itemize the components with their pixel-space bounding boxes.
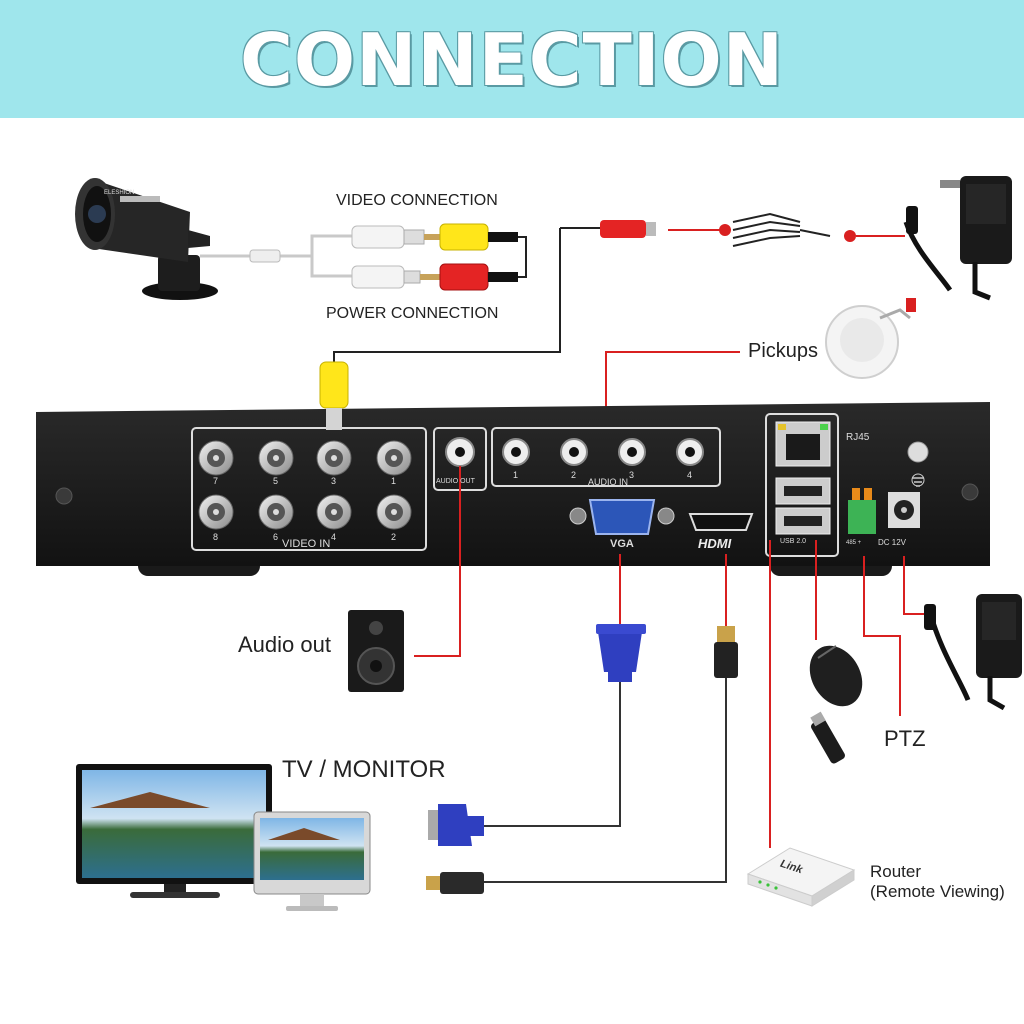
- audio-in-jacks: [502, 438, 704, 466]
- bnc-port-8[interactable]: [198, 494, 234, 530]
- bnc-port-4[interactable]: [316, 494, 352, 530]
- camera-icon: [75, 178, 218, 300]
- vga-label: VGA: [610, 538, 634, 550]
- bnc-port-2[interactable]: [376, 494, 412, 530]
- title-banner: CONNECTION: [0, 0, 1024, 118]
- rs485-terminal[interactable]: [848, 488, 876, 534]
- pickup-microphone-icon: [825, 298, 916, 379]
- ground-icon: [907, 441, 929, 487]
- usb-label: USB 2.0: [780, 538, 807, 545]
- audio-in-jack-1[interactable]: [502, 438, 530, 466]
- usb-port-2[interactable]: [775, 507, 831, 535]
- bnc-number-label: 5: [273, 476, 279, 486]
- power-splitter-icon: [732, 212, 831, 247]
- audio-in-jack-4[interactable]: [676, 438, 704, 466]
- video-in-label: VIDEO IN: [282, 538, 331, 550]
- pickups-wire: [605, 351, 740, 412]
- bnc-port-7[interactable]: [198, 440, 234, 476]
- camera-cable: [200, 234, 352, 278]
- audio-in-jack-2[interactable]: [560, 438, 588, 466]
- power-connection-label: POWER CONNECTION: [326, 305, 499, 322]
- dc-label: DC 12V: [878, 538, 907, 547]
- connection-wires: [414, 466, 930, 848]
- tv-monitor-icon: [76, 764, 272, 898]
- bnc-number-label: 8: [213, 532, 219, 542]
- hdmi-label: HDMI: [698, 536, 732, 551]
- video-connection-label: VIDEO CONNECTION: [336, 192, 498, 209]
- mouse-icon: [809, 645, 863, 707]
- connection-dot: [719, 224, 731, 236]
- bnc-number-label: 3: [331, 476, 337, 486]
- rs485-label: 485 +: [846, 540, 862, 546]
- router-sublabel: (Remote Viewing): [870, 882, 1005, 901]
- display-cables: [484, 678, 727, 883]
- connection-dot: [844, 230, 856, 242]
- vga-cable-icon: [596, 624, 646, 682]
- bnc-number-label: 6: [273, 532, 279, 542]
- audio-in-number-label: 1: [513, 470, 519, 480]
- tv-monitor-label: TV / MONITOR: [282, 756, 446, 783]
- network-usb-panel: [765, 413, 839, 557]
- audio-in-number-label: 3: [629, 470, 635, 480]
- bnc-number-label: 2: [391, 532, 397, 542]
- cable-splitter: [249, 249, 281, 263]
- power-adapter-icon: [924, 594, 1022, 711]
- rj45-label: RJ45: [846, 432, 870, 443]
- ptz-label: PTZ: [884, 726, 926, 751]
- power-connector-icon: [351, 263, 518, 291]
- computer-monitor-icon: [253, 811, 371, 911]
- power-adapter-icon: [903, 176, 1012, 301]
- bnc-ports: [198, 440, 412, 530]
- bnc-port-6[interactable]: [258, 494, 294, 530]
- router-label: Router: [870, 862, 922, 881]
- hdmi-port[interactable]: [688, 513, 754, 531]
- video-in-panel: [191, 427, 427, 551]
- video-plug-icon: [319, 361, 349, 430]
- camera-brand: ELESHION: [104, 190, 135, 196]
- bnc-number-label: 7: [213, 476, 219, 486]
- vga-connector-icon: [428, 804, 484, 846]
- audio-in-number-label: 4: [687, 470, 693, 480]
- audio-in-panel: [491, 427, 721, 487]
- pickups-label: Pickups: [748, 340, 819, 362]
- bnc-port-1[interactable]: [376, 440, 412, 476]
- audio-out-label: Audio out: [238, 632, 331, 657]
- video-cable: [333, 228, 561, 362]
- page-title: CONNECTION: [240, 18, 784, 102]
- audio-out-port-label: AUDIO OUT: [436, 478, 475, 485]
- rj45-port[interactable]: [775, 421, 831, 467]
- bnc-port-3[interactable]: [316, 440, 352, 476]
- audio-in-number-label: 2: [571, 470, 577, 480]
- router-icon: [746, 847, 856, 907]
- bnc-number-label: 1: [391, 476, 397, 486]
- audio-in-jack-3[interactable]: [618, 438, 646, 466]
- hdmi-connector-icon: [426, 872, 484, 894]
- audio-in-label: AUDIO IN: [588, 477, 629, 487]
- bnc-port-5[interactable]: [258, 440, 294, 476]
- speaker-icon: [348, 610, 404, 692]
- vga-port[interactable]: [569, 499, 675, 535]
- dc-power-port[interactable]: [888, 492, 920, 528]
- power-plug-icon: [600, 220, 656, 238]
- usb-dongle-icon: [810, 711, 845, 764]
- hdmi-cable-icon: [714, 626, 738, 678]
- usb-port-1[interactable]: [775, 477, 831, 505]
- video-connector-icon: [351, 223, 518, 251]
- bnc-number-label: 4: [331, 532, 337, 542]
